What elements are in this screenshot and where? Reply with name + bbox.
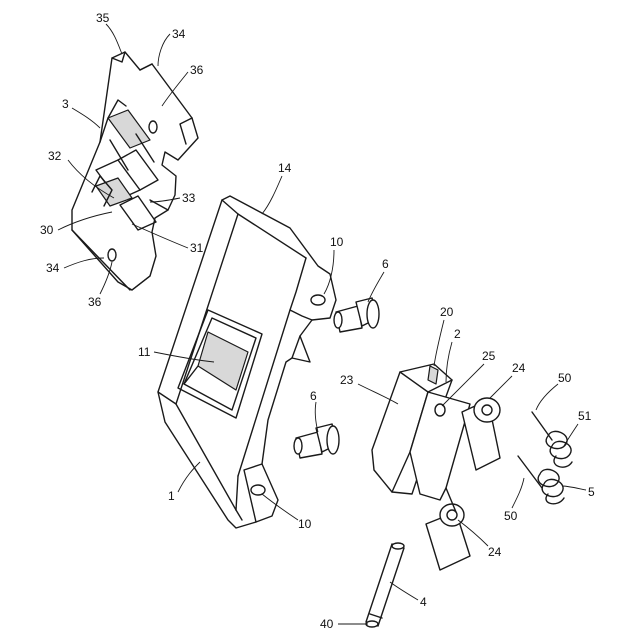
label-30: 30 [40,223,54,237]
label-36: 36 [190,63,204,77]
part-4-hinge-pin [366,543,404,627]
label-14: 14 [278,161,292,175]
label-3: 3 [62,97,69,111]
label-11: 11 [138,345,151,359]
label-2: 2 [454,327,461,341]
label-5: 5 [588,485,595,499]
label-50: 50 [558,371,572,385]
label-10: 10 [298,517,312,531]
label-34: 34 [172,27,186,41]
label-24: 24 [512,361,526,375]
label-4: 4 [420,595,427,609]
label-35: 35 [96,11,110,25]
part-3-clamp-plate [72,52,198,290]
label-6: 6 [382,257,389,271]
label-6: 6 [310,389,317,403]
part-6-pin-lower [294,424,339,458]
label-32: 32 [48,149,62,163]
label-31: 31 [190,241,204,255]
label-10: 10 [330,235,344,249]
label-51: 51 [578,409,592,423]
label-40: 40 [320,617,334,631]
label-1: 1 [168,489,175,503]
label-25: 25 [482,349,496,363]
label-34: 34 [46,261,60,275]
label-23: 23 [340,373,354,387]
label-50: 50 [504,509,518,523]
label-33: 33 [182,191,196,205]
label-36: 36 [88,295,102,309]
part-5-torsion-springs [518,412,572,504]
label-20: 20 [440,305,454,319]
label-24: 24 [488,545,502,559]
part-6-pin-upper [334,298,379,332]
part-1-base-plate [158,196,336,528]
